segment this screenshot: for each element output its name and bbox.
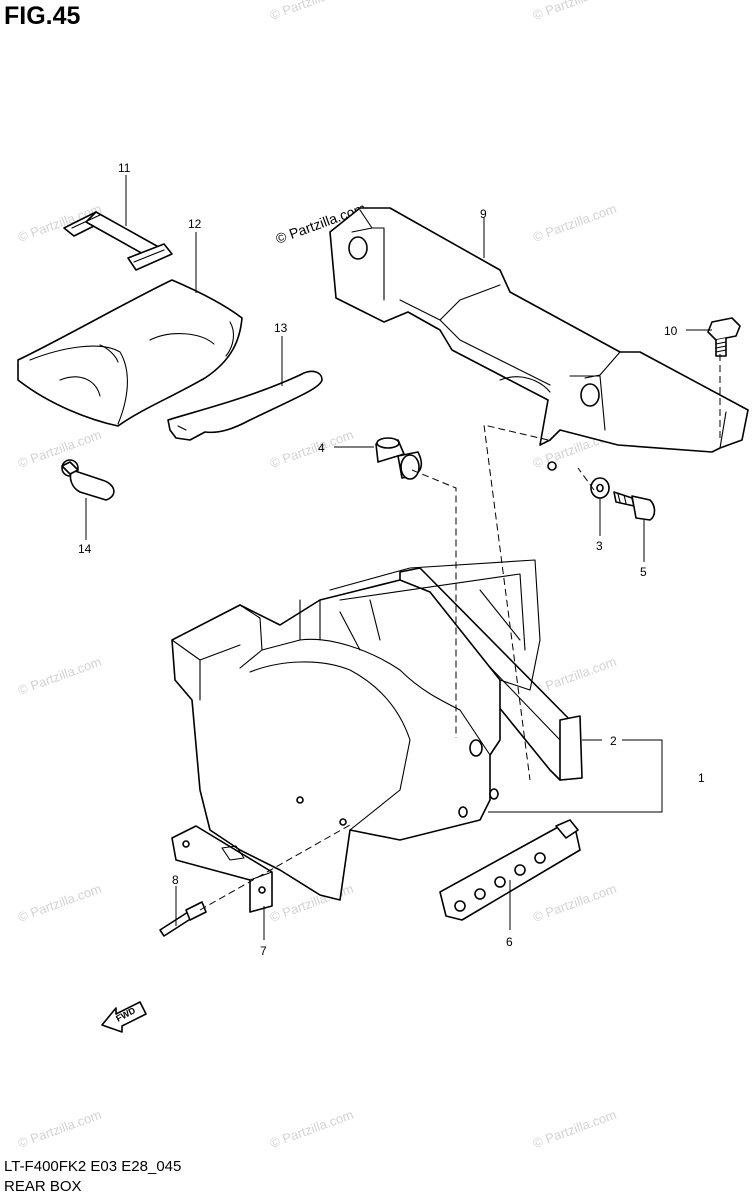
assembly-lines <box>199 354 721 911</box>
part-4-bushing[interactable] <box>375 437 423 480</box>
part-1-rear-box[interactable] <box>171 559 541 901</box>
callout-numbers: 1 2 3 4 5 6 7 8 9 10 11 12 13 14 <box>78 161 705 958</box>
callout-13[interactable]: 13 <box>274 321 288 335</box>
part-5-screw[interactable] <box>613 491 656 521</box>
figure-caption: REAR BOX <box>4 1178 82 1195</box>
watermark: © Partzilla.com <box>16 881 103 925</box>
part-12-cover[interactable] <box>17 279 243 427</box>
watermark-layer: © Partzilla.com © Partzilla.com © Partzi… <box>16 0 618 1151</box>
part-14-grommet[interactable] <box>61 459 115 501</box>
fwd-direction-arrow: FWD <box>101 1001 147 1033</box>
watermark: © Partzilla.com <box>531 0 618 23</box>
callout-11[interactable]: 11 <box>118 161 131 175</box>
watermark: © Partzilla.com <box>531 1107 618 1151</box>
part-6-mounting-plate[interactable] <box>439 819 581 921</box>
callout-5[interactable]: 5 <box>640 565 647 579</box>
callout-3[interactable]: 3 <box>596 539 603 553</box>
watermark: © Partzilla.com <box>268 427 355 471</box>
callout-14[interactable]: 14 <box>78 542 92 556</box>
part-9-bracket[interactable] <box>329 207 749 471</box>
part-10-bolt[interactable] <box>707 317 741 357</box>
part-8-pin[interactable] <box>159 901 207 937</box>
part-11-strap[interactable] <box>63 211 173 271</box>
watermark: © Partzilla.com <box>531 881 618 925</box>
callout-2[interactable]: 2 <box>610 734 617 748</box>
part-13-hook-rod[interactable] <box>167 370 323 441</box>
watermark: © Partzilla.com <box>16 654 103 698</box>
callout-9[interactable]: 9 <box>480 207 487 221</box>
callout-7[interactable]: 7 <box>260 944 267 958</box>
watermark: © Partzilla.com <box>531 654 618 698</box>
watermark: © Partzilla.com <box>531 201 618 245</box>
model-code: LT-F400FK2 E03 E28_045 <box>4 1158 182 1175</box>
callout-4[interactable]: 4 <box>318 441 325 455</box>
part-3-washer[interactable] <box>590 477 610 499</box>
watermark: © Partzilla.com <box>16 427 103 471</box>
callout-10[interactable]: 10 <box>664 324 678 338</box>
part-7-l-bracket[interactable] <box>171 825 273 913</box>
callout-1[interactable]: 1 <box>698 771 705 785</box>
watermark: © Partzilla.com <box>268 0 355 23</box>
watermark: © Partzilla.com <box>268 1107 355 1151</box>
leader-lines <box>85 175 712 940</box>
callout-6[interactable]: 6 <box>506 935 513 949</box>
watermark: © Partzilla.com <box>16 1107 103 1151</box>
callout-12[interactable]: 12 <box>188 217 202 231</box>
figure-title: FIG.45 <box>4 2 81 30</box>
callout-8[interactable]: 8 <box>172 873 179 887</box>
